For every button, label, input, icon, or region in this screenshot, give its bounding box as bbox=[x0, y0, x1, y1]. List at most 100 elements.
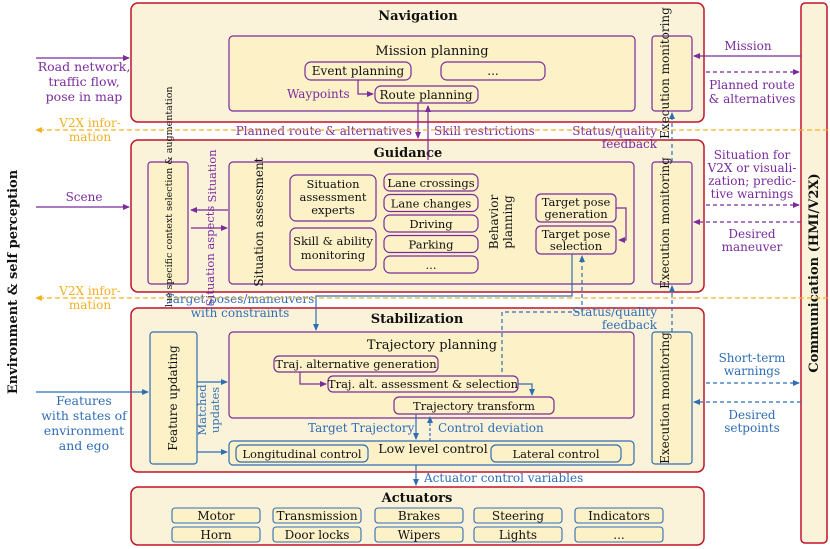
longitudinal-control-label: Longitudinal control bbox=[242, 447, 361, 461]
feature-updating-box bbox=[149, 331, 198, 465]
gen-to-assessment-arrow bbox=[299, 372, 327, 387]
target-trajectory-label: Target Trajectory bbox=[308, 421, 415, 435]
nav-exec-monitoring-label: Execution monitoring bbox=[658, 7, 672, 139]
traj-alt-generation-label: Traj. alternative generation bbox=[275, 357, 437, 371]
actuator-label: Steering bbox=[492, 509, 545, 523]
route-planning-label: Route planning bbox=[379, 88, 472, 102]
mission-planning-box bbox=[228, 35, 636, 112]
actuators-title: Actuators bbox=[381, 491, 453, 506]
matched-updates-label: Matchedupdates bbox=[195, 384, 222, 436]
situation-label: Situation bbox=[205, 149, 219, 203]
nav-exec-monitoring-box bbox=[651, 35, 693, 112]
behavior-item-box bbox=[383, 255, 479, 274]
behavior-item-label: ... bbox=[426, 258, 437, 272]
control-deviation-label: Control deviation bbox=[438, 421, 544, 435]
actuator-box bbox=[473, 507, 563, 524]
actuator-box bbox=[374, 507, 464, 524]
communication-bar bbox=[800, 2, 828, 544]
actuator-box bbox=[574, 526, 664, 543]
behavior-item-box bbox=[383, 173, 479, 192]
mission-ellipsis-box bbox=[440, 61, 546, 81]
actuator-label: Lights bbox=[499, 528, 537, 542]
target-pose-selection-box bbox=[535, 225, 617, 255]
road-network-label: Road network,traffic flow,pose in map bbox=[38, 59, 131, 104]
stabilization-title: Stabilization bbox=[371, 312, 464, 327]
guid-exec-monitoring-label: Execution monitoring bbox=[658, 157, 672, 289]
actuator-box bbox=[171, 507, 261, 524]
mission-ellipsis-label: ... bbox=[487, 64, 498, 78]
event-planning-label: Event planning bbox=[312, 64, 405, 78]
trajectory-transform-label: Trajectory transform bbox=[413, 399, 535, 413]
traj-alt-assessment-label: Traj. alt. assessment & selection bbox=[328, 377, 519, 391]
navigation-title: Navigation bbox=[378, 9, 458, 24]
actuator-label: Horn bbox=[200, 528, 231, 542]
experts-box bbox=[289, 174, 377, 222]
mission-label: Mission bbox=[724, 39, 772, 53]
behavior-item-label: Lane changes bbox=[391, 197, 472, 211]
low-level-control-label: Low level control bbox=[378, 441, 487, 456]
stab-exec-monitoring-label: Execution monitoring bbox=[658, 332, 672, 464]
trajectory-planning-label: Trajectory planning bbox=[367, 338, 497, 353]
assessment-to-transform-arrow bbox=[518, 383, 535, 396]
traj-alt-generation-box bbox=[273, 355, 439, 373]
target-poses-arrow bbox=[313, 254, 573, 331]
actuator-label: Brakes bbox=[398, 509, 440, 523]
behavior-planning-label: Behaviorplanning bbox=[487, 195, 515, 250]
behavior-item-box bbox=[383, 193, 479, 213]
actuator-box bbox=[171, 526, 261, 543]
skill-monitoring-box bbox=[289, 227, 377, 271]
behavior-item-box bbox=[383, 234, 479, 254]
generation-to-selection-arrow bbox=[616, 207, 627, 243]
actuator-box bbox=[272, 507, 362, 524]
actuator-label: Indicators bbox=[588, 509, 650, 523]
actuator-box bbox=[473, 526, 563, 543]
actuator-label: Door locks bbox=[285, 528, 350, 542]
situation-aspects-label: Situation aspects bbox=[203, 206, 217, 307]
behavior-item-label: Lane crossings bbox=[387, 176, 474, 190]
feature-updating-label: Feature updating bbox=[166, 345, 180, 451]
left-side-label: Environment & self perception bbox=[6, 169, 21, 394]
planned-route-alternatives-label: Planned route & alternatives bbox=[236, 124, 412, 138]
waypoints-label: Waypoints bbox=[287, 87, 350, 101]
v2x-info-2-label: V2X infor-mation bbox=[58, 284, 121, 312]
actuator-label: ... bbox=[613, 528, 624, 542]
skill-restrictions-label: Skill restrictions bbox=[434, 124, 535, 138]
behavior-item-box bbox=[383, 214, 479, 233]
actuator-box bbox=[272, 526, 362, 543]
route-planning-box bbox=[374, 85, 479, 104]
mission-planning-label: Mission planning bbox=[375, 44, 488, 59]
actuator-box bbox=[574, 507, 664, 524]
goals-label: Goals & value specific context selection… bbox=[164, 86, 175, 359]
actuator-label: Wipers bbox=[398, 528, 441, 542]
guidance-title: Guidance bbox=[374, 146, 443, 161]
actuator-label: Motor bbox=[197, 509, 235, 523]
lateral-control-box bbox=[490, 444, 622, 463]
actuator-list: Motor Transmission Brakes Steering Indicator… bbox=[171, 507, 664, 543]
v2x-info-1-label: V2X infor-mation bbox=[58, 116, 121, 144]
actuator-control-label: Actuator control variables bbox=[423, 471, 583, 485]
scene-label: Scene bbox=[66, 190, 103, 204]
behavior-item-label: Parking bbox=[409, 238, 455, 252]
traj-feedback-up-arrow bbox=[501, 255, 585, 372]
right-side-label: Communication (HMI/V2X) bbox=[807, 173, 822, 372]
situation-assessment-label: Situation assessment bbox=[252, 157, 266, 286]
longitudinal-control-box bbox=[235, 444, 369, 463]
behavior-item-label: Driving bbox=[409, 217, 453, 231]
actuator-label: Transmission bbox=[276, 509, 357, 523]
goals-box bbox=[147, 161, 189, 285]
lateral-control-label: Lateral control bbox=[512, 447, 599, 461]
planned-route-out-label: Planned route& alternatives bbox=[709, 78, 796, 106]
